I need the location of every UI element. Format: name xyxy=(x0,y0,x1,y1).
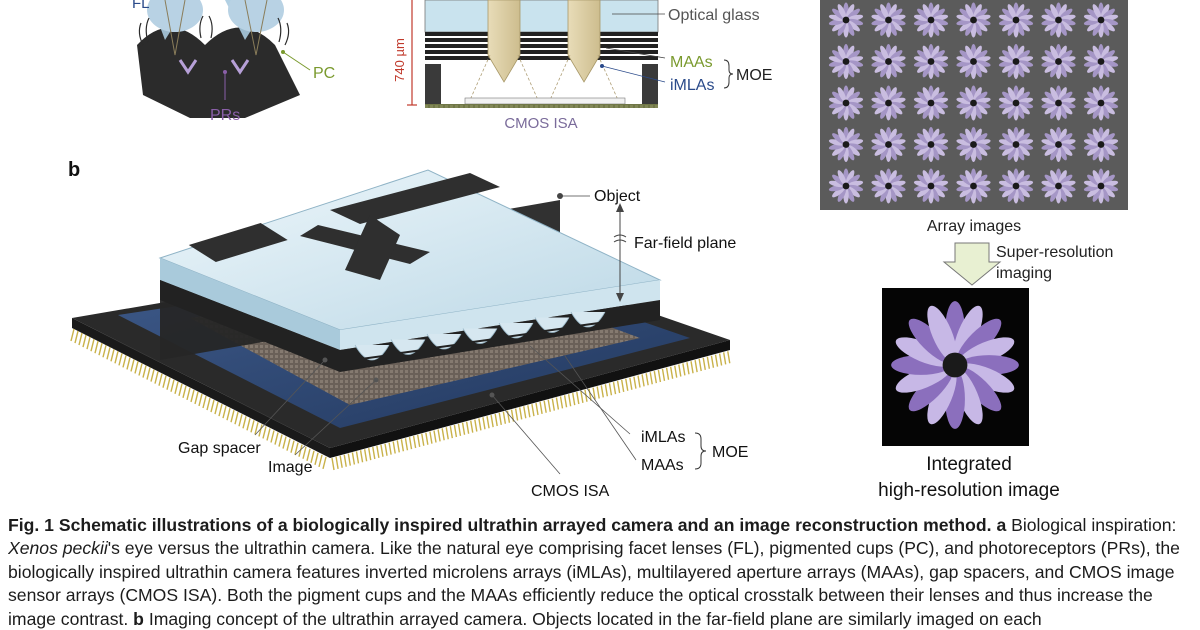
figure-1: FL PC PRs 740 µm Optical glass MAAs iMLA… xyxy=(68,0,1128,501)
flower xyxy=(998,126,1034,163)
label-super-resolution: Super-resolution xyxy=(996,244,1113,261)
flower xyxy=(891,301,1019,429)
caption-a-text: 's eye versus the ultrathin camera. Like… xyxy=(8,538,1180,629)
flower-grid xyxy=(828,2,1119,204)
flower xyxy=(998,168,1034,204)
flower xyxy=(1083,126,1119,163)
caption-a-label: a xyxy=(996,515,1007,535)
flower xyxy=(956,168,991,204)
label-maas-a: MAAs xyxy=(670,54,713,71)
flower xyxy=(1041,168,1076,204)
label-imlas-b: iMLAs xyxy=(641,429,685,446)
flower xyxy=(871,126,906,163)
label-far-field: Far-field plane xyxy=(634,235,736,252)
flower xyxy=(956,2,991,38)
insect-eye-diagram: FL PC PRs xyxy=(132,0,335,124)
caption-b-label: b xyxy=(133,608,144,629)
label-height: 740 µm xyxy=(392,38,407,82)
microlens-array xyxy=(354,311,606,361)
label-array-images: Array images xyxy=(927,218,1021,235)
flower xyxy=(871,85,906,121)
flower xyxy=(998,85,1034,121)
label-optical-glass: Optical glass xyxy=(668,7,760,24)
flower xyxy=(1083,43,1119,80)
flower xyxy=(1041,85,1076,121)
flower xyxy=(1083,168,1119,204)
flower xyxy=(1083,2,1119,38)
caption-species: Xenos peckii xyxy=(8,538,108,559)
caption-a-intro: Biological inspiration: xyxy=(1011,515,1177,535)
flower xyxy=(956,85,991,121)
integrated-image xyxy=(882,288,1029,446)
label-cmos-b: CMOS ISA xyxy=(531,483,610,500)
flower xyxy=(1041,2,1076,38)
flower xyxy=(913,43,949,80)
panel-b-letter: b xyxy=(68,159,80,181)
flower xyxy=(913,168,949,204)
label-high-resolution: high-resolution image xyxy=(878,480,1060,501)
label-pc: PC xyxy=(313,65,335,82)
label-imaging: imaging xyxy=(996,265,1052,282)
label-image: Image xyxy=(268,459,313,476)
flower xyxy=(913,126,949,163)
label-fl: FL xyxy=(132,0,150,12)
flower xyxy=(828,85,864,121)
chip-pins xyxy=(70,328,731,471)
caption-title: Schematic illustrations of a biologicall… xyxy=(58,515,992,535)
flower xyxy=(913,85,949,121)
ultrathin-camera-3d xyxy=(70,169,731,471)
flower xyxy=(828,126,864,163)
label-cmos-a: CMOS ISA xyxy=(504,115,577,132)
flower xyxy=(828,2,864,38)
label-object: Object xyxy=(594,188,641,205)
flower xyxy=(956,43,991,80)
label-prs: PRs xyxy=(210,107,240,124)
flower xyxy=(871,43,906,80)
caption-fig-label: Fig. 1 xyxy=(8,515,54,535)
figure-caption: Fig. 1 Schematic illustrations of a biol… xyxy=(8,514,1194,630)
label-integrated: Integrated xyxy=(926,454,1012,475)
label-moe-a: MOE xyxy=(736,67,772,84)
flower xyxy=(956,126,991,163)
label-imlas-a: iMLAs xyxy=(670,77,714,94)
reconstructed-flower xyxy=(891,301,1019,429)
flower xyxy=(998,43,1034,80)
down-arrow-icon xyxy=(942,242,1002,286)
label-gap-spacer: Gap spacer xyxy=(178,440,261,457)
flower xyxy=(998,2,1034,38)
array-images-panel: Array images xyxy=(820,0,1128,235)
flower xyxy=(1041,126,1076,163)
flower xyxy=(828,168,864,204)
flower xyxy=(1083,85,1119,121)
label-maas-b: MAAs xyxy=(641,457,684,474)
flower xyxy=(828,43,864,80)
camera-cross-section: 740 µm Optical glass MAAs iMLAs MOE CMOS… xyxy=(392,0,772,132)
flower xyxy=(871,168,906,204)
flower xyxy=(871,2,906,38)
panel-b-annotations: Object Far-field plane Gap spacer Image … xyxy=(178,188,748,500)
flower xyxy=(1041,43,1076,80)
flower xyxy=(913,2,949,38)
label-moe-b: MOE xyxy=(712,444,748,461)
caption-b-text: Imaging concept of the ultrathin arrayed… xyxy=(148,608,1042,629)
